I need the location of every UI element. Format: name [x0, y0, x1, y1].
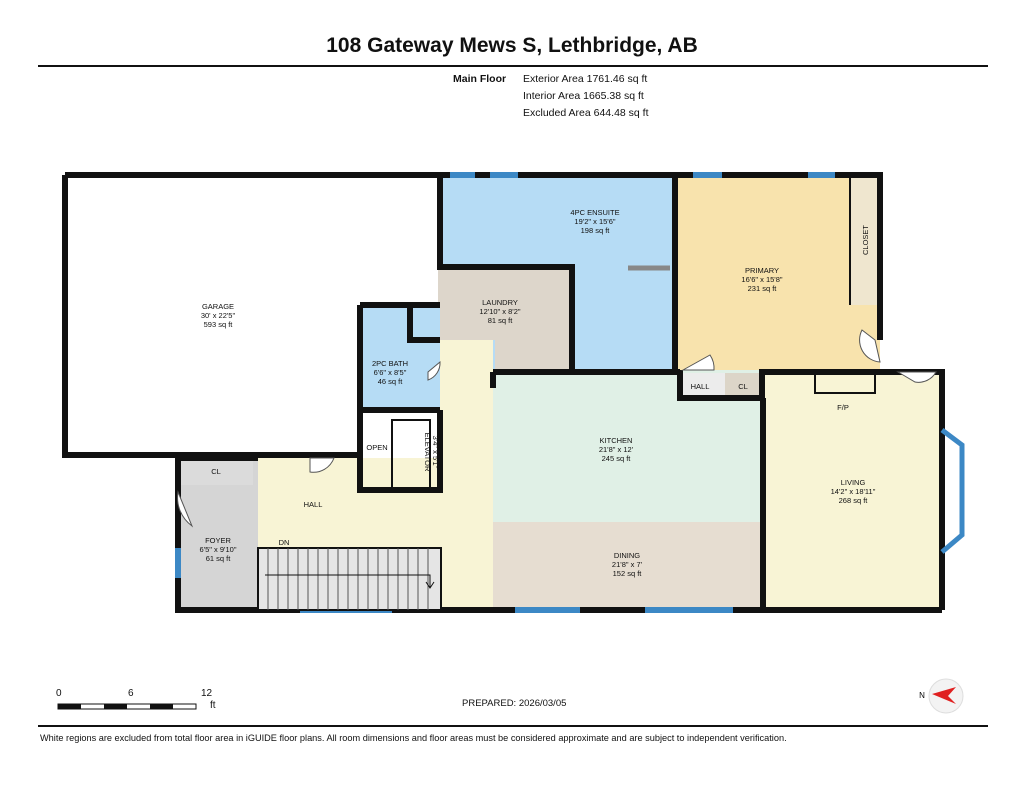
living-area: 268 sq ft	[839, 496, 869, 505]
laundry-area: 81 sq ft	[488, 316, 514, 325]
scale-label-6: 6	[128, 688, 134, 699]
dining-name: DINING	[614, 551, 640, 560]
top-divider	[38, 65, 988, 67]
foyer-area: 61 sq ft	[206, 554, 232, 563]
bay-window	[940, 428, 965, 554]
kitchen-name: KITCHEN	[600, 436, 633, 445]
laundry-name: LAUNDRY	[482, 298, 518, 307]
compass-icon: N	[919, 678, 964, 714]
bath-area: 46 sq ft	[378, 377, 404, 386]
elevator-name: ELEVATOR	[423, 433, 432, 472]
primary-dim: 16'6" x 15'8"	[741, 275, 782, 284]
dining-fill	[493, 522, 763, 610]
foyer-name: FOYER	[205, 536, 231, 545]
kitchen-area: 245 sq ft	[602, 454, 632, 463]
closet-fill	[850, 175, 880, 305]
bath-fill	[360, 305, 440, 410]
small-closet-fill	[725, 373, 762, 398]
open-name: OPEN	[366, 443, 387, 452]
hall-name: HALL	[304, 500, 323, 509]
small-hall-name: HALL	[691, 382, 710, 391]
compass-label: N	[919, 691, 925, 700]
primary-name: PRIMARY	[745, 266, 779, 275]
foyer-closet-name: CL	[211, 467, 221, 476]
foyer-closet-fill	[178, 458, 253, 485]
garage-dim: 30' x 22'5"	[201, 311, 236, 320]
doors	[177, 329, 937, 528]
laundry-fill	[410, 267, 572, 370]
scale-bar	[57, 703, 197, 710]
floor-name: Main Floor	[453, 73, 507, 85]
garage-area: 593 sq ft	[204, 320, 234, 329]
scale-unit: ft	[210, 700, 216, 711]
exterior-area: Exterior Area 1761.46 sq ft	[523, 73, 648, 85]
living-name: LIVING	[841, 478, 866, 487]
small-hall-fill	[680, 373, 725, 398]
stairs-down-label: DN	[279, 538, 290, 547]
footer-disclaimer: White regions are excluded from total fl…	[40, 733, 787, 743]
bath-dim: 6'6" x 8'5"	[374, 368, 407, 377]
dining-area: 152 sq ft	[613, 569, 643, 578]
ensuite-name: 4PC ENSUITE	[570, 208, 619, 217]
dining-dim: 21'8" x 7'	[612, 560, 643, 569]
scale-label-12: 12	[201, 688, 213, 699]
room-labels: GARAGE 30' x 22'5" 593 sq ft 4PC ENSUITE…	[200, 208, 876, 578]
hall-fill	[258, 340, 493, 610]
small-closet-name: CL	[738, 382, 748, 391]
interior-area: Interior Area 1665.38 sq ft	[523, 90, 644, 102]
page-title: 108 Gateway Mews S, Lethbridge, AB	[326, 34, 698, 57]
ensuite-dim: 19'2" x 15'6"	[574, 217, 615, 226]
scale-label-0: 0	[56, 688, 62, 699]
ensuite-area: 198 sq ft	[581, 226, 611, 235]
prepared-date: PREPARED: 2026/03/05	[462, 698, 567, 709]
fireplace-name: F/P	[837, 403, 849, 412]
living-fill	[763, 372, 941, 610]
elevator-dim: 3'4" x 5'1"	[431, 436, 440, 469]
primary-fill	[675, 175, 880, 370]
primary-area: 231 sq ft	[748, 284, 778, 293]
kitchen-dim: 21'8" x 12'	[599, 445, 634, 454]
bath-name: 2PC BATH	[372, 359, 408, 368]
garage-name: GARAGE	[202, 302, 234, 311]
foyer-dim: 6'5" x 9'10"	[200, 545, 237, 554]
laundry-dim: 12'10" x 8'2"	[479, 307, 520, 316]
excluded-area: Excluded Area 644.48 sq ft	[523, 107, 649, 119]
living-dim: 14'2" x 18'11"	[831, 487, 876, 496]
stairs	[257, 547, 442, 611]
closet-name: CLOSET	[861, 225, 870, 255]
